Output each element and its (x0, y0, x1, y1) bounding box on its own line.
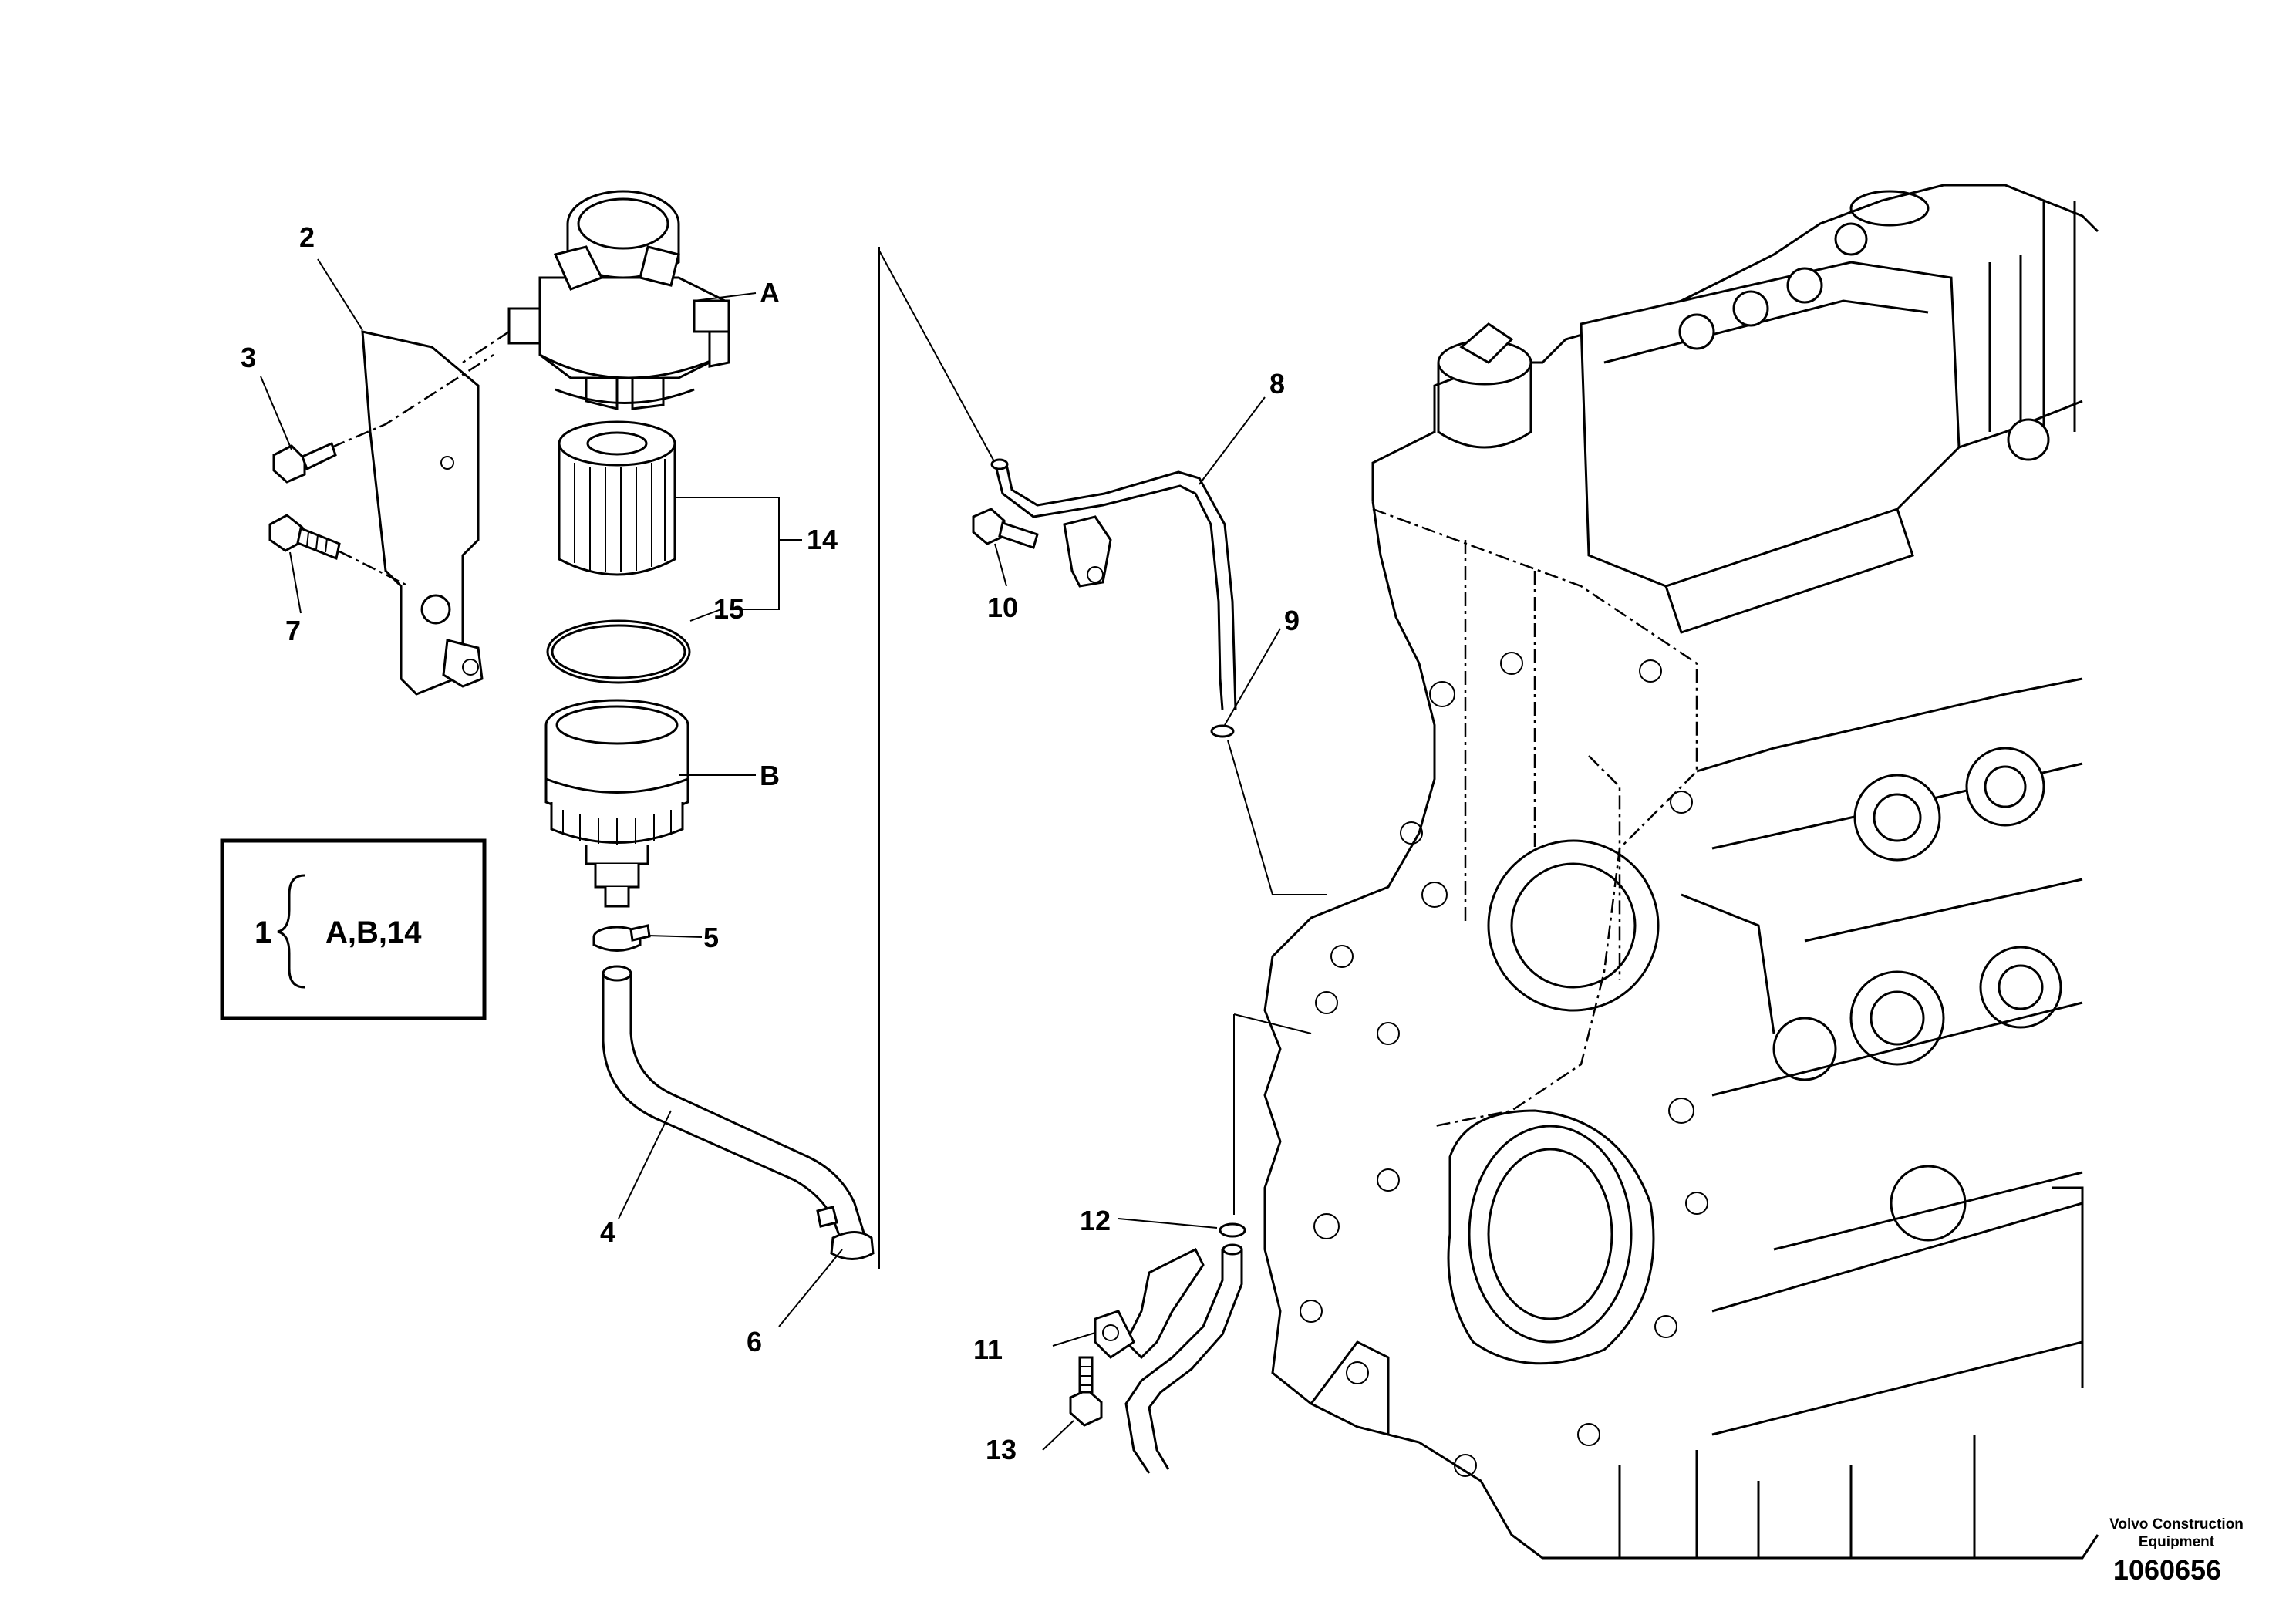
callout-11: 11 (973, 1334, 1003, 1365)
callout-B: B (760, 760, 780, 791)
callout-3: 3 (241, 342, 256, 373)
clamp-5 (592, 924, 651, 952)
bolt-10 (972, 508, 1039, 549)
callout-8: 8 (1269, 368, 1285, 400)
callout-4: 4 (600, 1216, 615, 1248)
bolt-3 (272, 353, 494, 484)
brand-line-1: Volvo Construction (2109, 1516, 2244, 1533)
kit-legend: 1 A,B,14 (220, 838, 487, 1020)
fuel-hose (602, 965, 867, 1250)
callout-15: 15 (713, 593, 744, 625)
callout-9: 9 (1284, 605, 1300, 636)
callout-2: 2 (299, 221, 315, 253)
document-number: 1060656 (2113, 1554, 2221, 1586)
leader-lines (260, 258, 1281, 1451)
engine-block (1263, 184, 2099, 1560)
callout-12: 12 (1080, 1205, 1111, 1236)
legend-number: 1 (255, 916, 271, 949)
o-ring (546, 619, 691, 684)
legend-items: A,B,14 (325, 916, 422, 949)
bolt-13 (1069, 1356, 1103, 1427)
filter-element (558, 420, 676, 576)
filter-head (462, 190, 730, 410)
callout-5: 5 (703, 922, 719, 953)
callout-10: 10 (987, 592, 1018, 623)
brand-line-2: Equipment (2139, 1534, 2215, 1550)
callout-13: 13 (986, 1434, 1017, 1465)
o-ring-9 (1210, 724, 1235, 738)
clamp-6 (816, 1206, 875, 1260)
bolt-7 (268, 514, 410, 588)
return-pipe (1094, 1013, 1312, 1474)
fuel-pipe-8 (878, 250, 1237, 710)
callout-7: 7 (285, 615, 301, 646)
mounting-bracket (361, 330, 484, 696)
callout-A: A (760, 277, 780, 309)
filter-bowl (544, 699, 689, 908)
callout-14: 14 (807, 524, 838, 555)
callout-6: 6 (747, 1326, 762, 1357)
